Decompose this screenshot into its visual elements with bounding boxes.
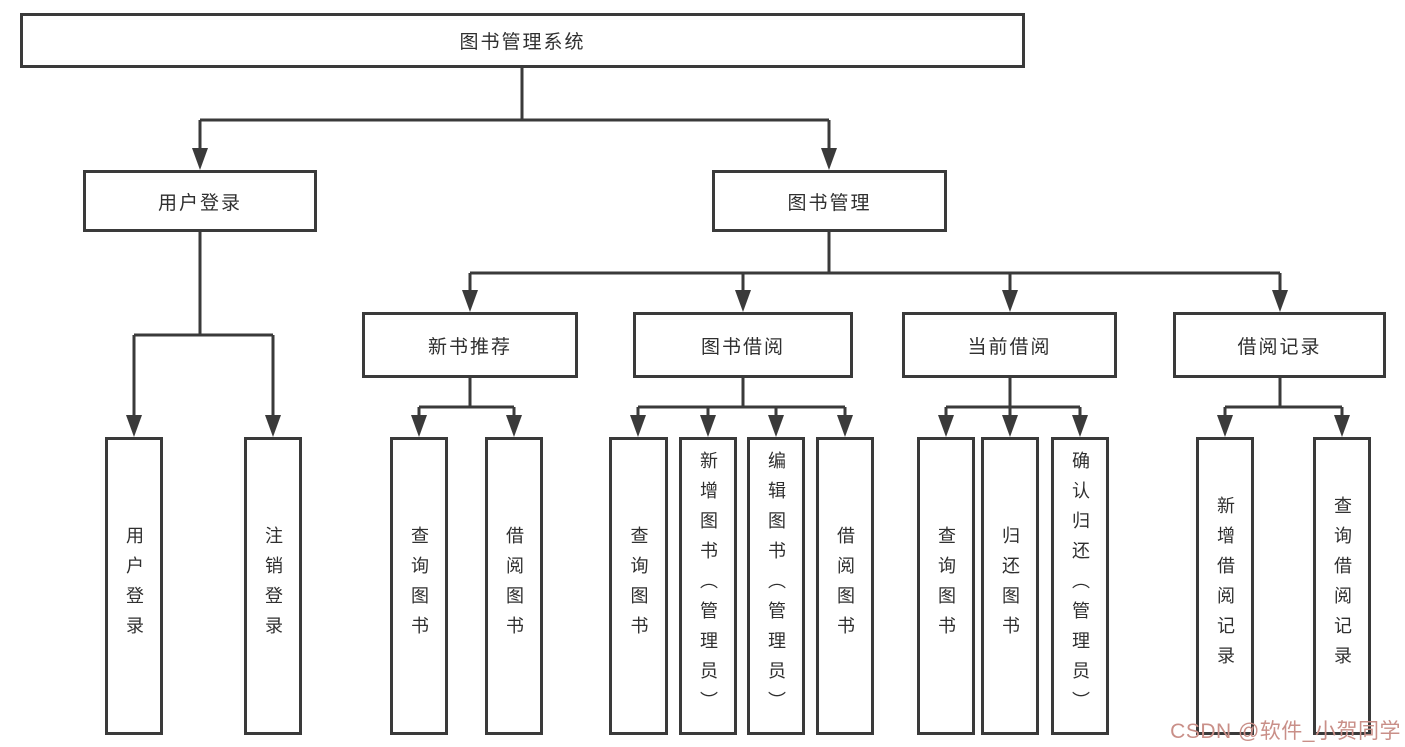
node-label: 编辑图书（管理员） (766, 451, 786, 721)
node-label: 图书管理 (787, 192, 872, 214)
node-label: 新增借阅记录 (1215, 496, 1235, 676)
node-book-borrowing: 图书借阅 (633, 312, 853, 378)
node-label: 确认归还（管理员） (1070, 451, 1090, 721)
leaf-borrow-books-recommend: 借阅图书 (485, 437, 543, 735)
node-label: 借阅图书 (504, 526, 524, 646)
leaf-user-login: 用户登录 (105, 437, 163, 735)
node-label: 图书借阅 (700, 336, 785, 358)
node-label: 借阅图书 (835, 526, 855, 646)
leaf-borrow-books: 借阅图书 (816, 437, 874, 735)
leaf-query-books-current: 查询图书 (917, 437, 975, 735)
node-label: 用户登录 (157, 192, 242, 214)
leaf-query-books-borrowing: 查询图书 (609, 437, 668, 735)
leaf-query-borrow-record: 查询借阅记录 (1313, 437, 1371, 735)
node-label: 用户登录 (124, 526, 144, 646)
node-label: 借阅记录 (1237, 336, 1322, 358)
node-label: 注销登录 (263, 526, 283, 646)
csdn-watermark: CSDN @软件_小贺同学 (1170, 720, 1401, 743)
leaf-query-books-recommend: 查询图书 (390, 437, 448, 735)
node-new-book-recommendation: 新书推荐 (362, 312, 578, 378)
leaf-add-borrow-record: 新增借阅记录 (1196, 437, 1254, 735)
node-label: 当前借阅 (967, 336, 1052, 358)
node-label: 查询图书 (409, 526, 429, 646)
node-label: 新增图书（管理员） (698, 451, 718, 721)
node-label: 新书推荐 (427, 336, 512, 358)
node-label: 查询图书 (936, 526, 956, 646)
node-label: 查询图书 (628, 526, 649, 646)
leaf-confirm-return-admin: 确认归还（管理员） (1051, 437, 1109, 735)
node-label: 查询借阅记录 (1332, 496, 1352, 676)
leaf-logout: 注销登录 (244, 437, 302, 735)
node-label: 图书管理系统 (459, 32, 586, 53)
leaf-edit-books-admin: 编辑图书（管理员） (747, 437, 805, 735)
node-label: 归还图书 (1000, 526, 1020, 646)
arrowheads (126, 148, 1350, 437)
node-book-management-module: 图书管理 (712, 170, 947, 232)
leaf-add-books-admin: 新增图书（管理员） (679, 437, 737, 735)
node-user-login-module: 用户登录 (83, 170, 317, 232)
node-current-borrowing: 当前借阅 (902, 312, 1117, 378)
node-root-system: 图书管理系统 (20, 13, 1025, 68)
node-borrowing-records: 借阅记录 (1173, 312, 1386, 378)
leaf-return-books: 归还图书 (981, 437, 1039, 735)
